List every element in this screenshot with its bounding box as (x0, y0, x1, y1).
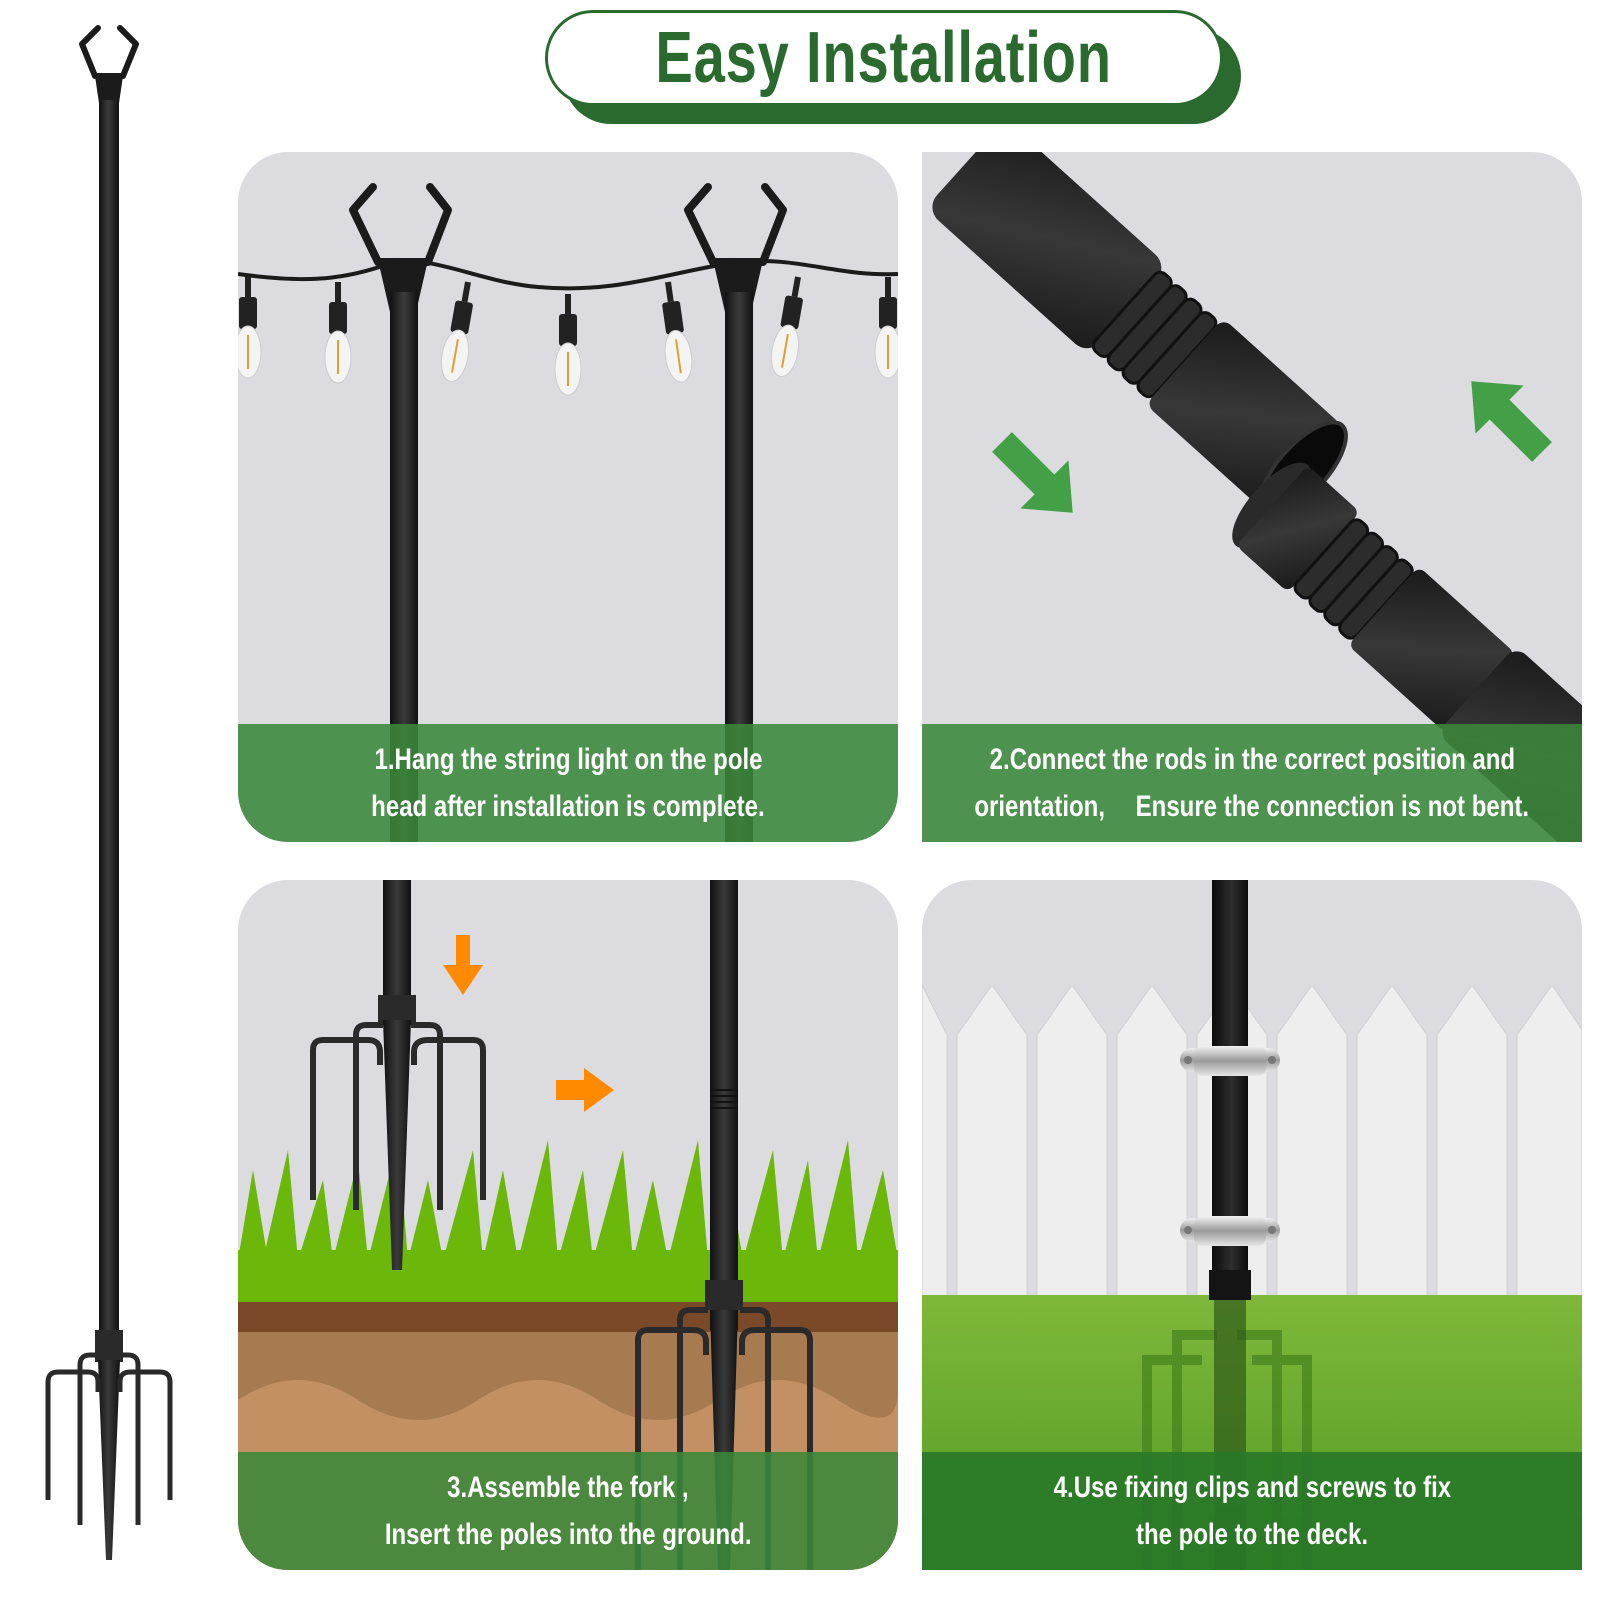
step-2-line-2: orientation, Ensure the connection is no… (974, 790, 1530, 823)
step-card-2: 2.Connect the rods in the correct positi… (922, 152, 1582, 842)
step-card-4: 4.Use fixing clips and screws to fix the… (922, 880, 1582, 1570)
fixing-clip-icon (1180, 1216, 1280, 1246)
step-card-3: 3.Assemble the fork , Insert the poles i… (238, 880, 898, 1570)
step-1-line-2: head after installation is complete. (371, 790, 765, 823)
step-caption-2: 2.Connect the rods in the correct positi… (922, 724, 1582, 842)
step-caption-1: 1.Hang the string light on the pole head… (238, 724, 898, 842)
step-4-line-1: 4.Use fixing clips and screws to fix (1053, 1471, 1451, 1504)
step-caption-4: 4.Use fixing clips and screws to fix the… (922, 1452, 1582, 1570)
garden-light-pole-icon (40, 20, 190, 1580)
step-3-line-1: 3.Assemble the fork , (447, 1471, 689, 1504)
fixing-clip-icon (1180, 1046, 1280, 1076)
step-1-line-1: 1.Hang the string light on the pole (374, 743, 762, 776)
step-4-line-2: the pole to the deck. (1135, 1518, 1369, 1551)
title-pill: Easy Installation (545, 10, 1223, 106)
string-lights-illustration (238, 183, 898, 842)
step-caption-3: 3.Assemble the fork , Insert the poles i… (238, 1452, 898, 1570)
title-banner: Easy Installation (545, 10, 1245, 128)
step-card-1: 1.Hang the string light on the pole head… (238, 152, 898, 842)
arrow-up-left-icon (1471, 381, 1552, 462)
arrow-down-right-icon (992, 432, 1073, 513)
page-title: Easy Installation (655, 18, 1113, 98)
step-2-line-1: 2.Connect the rods in the correct positi… (989, 743, 1515, 776)
arrow-right-icon (556, 1068, 614, 1112)
fork-stake-icon (310, 880, 486, 1270)
step-3-line-2: Insert the poles into the ground. (384, 1518, 752, 1551)
arrow-down-icon (443, 935, 483, 995)
rod-connection-illustration (932, 152, 1582, 842)
